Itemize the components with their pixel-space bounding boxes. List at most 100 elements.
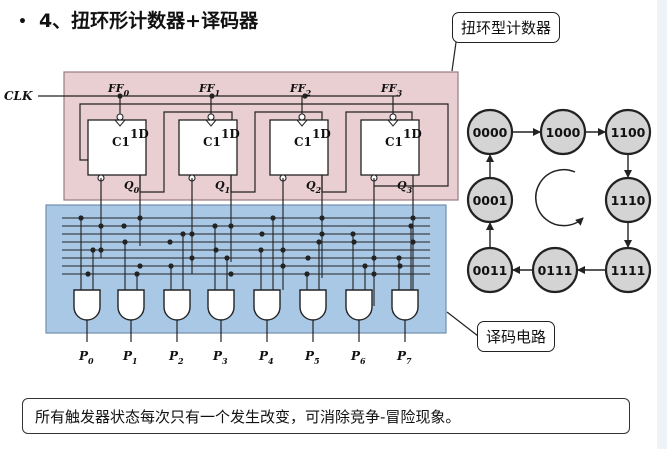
state-node [604,246,652,294]
output-label: P4 [258,349,274,366]
clock-edge-triangle [296,119,308,127]
bus-junction-dot [98,223,104,229]
and-gate [299,289,327,321]
clock-junction [302,93,308,99]
flipflop-label: FF1 [198,82,220,98]
and-gate [163,289,191,321]
state-label: 1100 [611,125,646,140]
state-label: 0000 [473,125,508,140]
pin-d-label: 1D [130,127,149,141]
and-gate [117,289,145,321]
bus-junction-dot [280,263,286,269]
flipflop-box [87,119,147,176]
output-label: P0 [78,349,94,366]
gate-input-dot [258,247,264,253]
pin-d-label: 1D [312,127,331,141]
callout-twisted-ring-counter: 扭环型计数器 [452,12,561,43]
gate-input-dot [212,223,218,229]
callout-decoder-circuit: 译码电路 [477,321,556,352]
clock-edge-triangle [205,119,217,127]
bus-junction-dot [85,271,91,277]
q-output-label: Q1 [215,179,230,195]
bus-junction-dot [305,255,311,261]
output-label: P2 [168,349,184,366]
cycle-arrow [535,168,584,227]
flipflop-box [269,119,329,176]
flipflop-label: FF2 [289,82,312,98]
pin-clock-label: C1 [112,135,130,149]
state-node [604,108,652,156]
output-label: P3 [212,349,228,366]
clock-bubble [207,113,215,121]
clock-edge-triangle [387,119,399,127]
gate-input-dot [122,239,128,245]
gate-input-dot [304,271,310,277]
gate-input-dot [180,231,186,237]
bus-junction-dot [98,247,104,253]
gate-input-dot [224,255,230,261]
state-label: 1111 [611,263,646,278]
state-label: 0011 [473,263,508,278]
state-node [604,176,652,224]
gate-input-dot [78,215,84,221]
state-label: 1110 [611,193,646,208]
and-gate [207,289,235,321]
callout-pointer-decoder [446,311,479,337]
pin-clock-label: C1 [294,135,312,149]
bus-junction-dot [137,215,143,221]
clock-edge-triangle [114,119,126,127]
bus-junction-dot [319,231,325,237]
pin-d-label: 1D [221,127,240,141]
feedback-wire [139,111,233,193]
bullet-icon: • [18,13,27,30]
clock-bubble [389,113,397,121]
gate-input-dot [168,263,174,269]
bus-junction-dot [167,239,173,245]
q-output-label: Q0 [124,179,140,195]
bus-junction-dot [280,247,286,253]
slide-title: • 4、扭环形计数器+译码器 [18,6,258,33]
pin-d-label: 1D [403,127,422,141]
bus-junction-dot [137,263,143,269]
bus-junction-dot [189,231,195,237]
gate-input-dot [316,239,322,245]
bus-junction-dot [228,223,234,229]
clk-label: CLK [4,89,33,103]
state-label: 0001 [473,193,508,208]
slide-title-text: 4、扭环形计数器+译码器 [38,10,259,32]
clock-bubble [116,113,124,121]
bus-junction-dot [319,215,325,221]
and-gate [73,289,101,321]
bus-junction-dot [189,255,195,261]
bus-junction-dot [371,271,377,277]
pin-clock-label: C1 [203,135,221,149]
gate-input-dot [270,215,276,221]
bus-junction-dot [371,255,377,261]
bus-junction-dot [397,263,403,269]
and-gate [391,289,419,321]
bus-junction-dot [228,271,234,277]
output-label: P6 [350,349,366,366]
and-gate [253,289,281,321]
gate-input-dot [396,255,402,261]
gate-input-dot [350,231,356,237]
gate-input-dot [90,247,96,253]
q-output-label: Q2 [306,179,322,195]
state-label: 1000 [546,125,581,140]
flipflop-box [178,119,238,176]
window-edge [657,0,667,449]
output-label: P1 [122,349,138,366]
feedback-wire [321,111,413,193]
bus-junction-dot [351,239,357,245]
bus-junction-dot [410,215,416,221]
feedback-wire [230,111,323,193]
gate-input-dot [408,223,414,229]
bus-junction-dot [410,239,416,245]
flipflop-label: FF3 [380,82,403,98]
state-label: 0111 [538,263,573,278]
gate-input-dot [134,271,140,277]
and-gate [345,289,373,321]
bus-junction-dot [213,247,219,253]
